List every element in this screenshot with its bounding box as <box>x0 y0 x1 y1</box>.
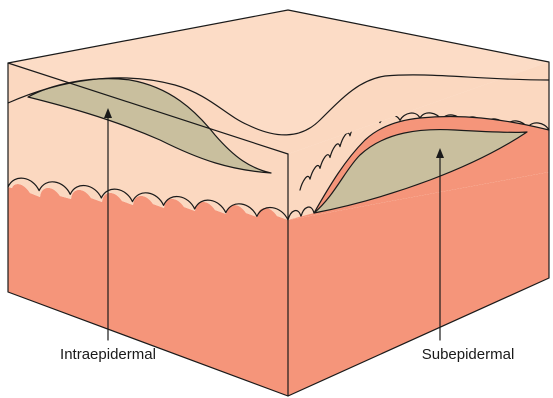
intraepidermal-label: Intraepidermal <box>60 346 156 363</box>
subepidermal-label: Subepidermal <box>422 346 515 363</box>
